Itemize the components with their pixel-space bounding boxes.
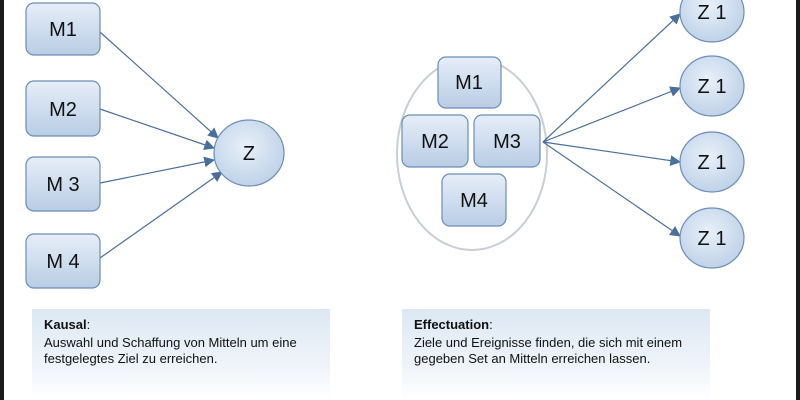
- left-goal-label: Z: [243, 143, 255, 165]
- right-arrows: [542, 13, 682, 237]
- left-frame-line: [0, 0, 4, 400]
- left-arrows: [99, 31, 223, 259]
- left-means-box-3: M 3: [25, 156, 101, 212]
- left-goal-node: Z: [213, 119, 285, 187]
- arrow-set-to-z1-d: [542, 141, 681, 237]
- right-means-box-4: M4: [441, 173, 507, 227]
- right-goal-node-1: Z 1: [679, 0, 745, 43]
- left-means-box-1: M1: [25, 2, 101, 56]
- caption-effectuation-body: Ziele und Ereignisse finden, die sich mi…: [414, 335, 683, 366]
- arrow-m3-to-z: [99, 156, 216, 184]
- caption-effectuation: Effectuation: Ziele und Ereignisse finde…: [402, 309, 710, 400]
- right-frame-line: [796, 0, 800, 400]
- caption-kausal-title: Kausal: [44, 317, 87, 332]
- right-goal-node-4: Z 1: [679, 207, 745, 269]
- right-goal-node-2: Z 1: [679, 55, 745, 117]
- right-means-label-3: M3: [493, 131, 521, 153]
- arrow-m1-to-z: [99, 31, 219, 139]
- right-means-box-3: M3: [473, 114, 541, 168]
- arrow-set-to-z1-b: [542, 86, 682, 143]
- caption-kausal-colon: :: [86, 317, 91, 332]
- arrow-m4-to-z: [99, 171, 223, 259]
- caption-kausal: Kausal: Auswahl und Schaffung von Mittel…: [32, 309, 330, 400]
- right-goal-label-1: Z 1: [698, 2, 727, 24]
- right-means-label-4: M4: [460, 190, 488, 212]
- arrow-m2-to-z: [99, 108, 216, 150]
- caption-kausal-body: Auswahl und Schaffung von Mitteln um ein…: [44, 335, 297, 366]
- right-means-label-2: M2: [421, 131, 449, 153]
- right-means-box-2: M2: [401, 114, 469, 168]
- right-goal-label-4: Z 1: [698, 228, 727, 250]
- left-means-box-2: M2: [25, 80, 101, 137]
- left-means-label-1: M1: [49, 19, 77, 41]
- right-goal-label-2: Z 1: [698, 76, 727, 98]
- left-means-label-2: M2: [49, 99, 77, 121]
- left-means-label-4: M 4: [46, 251, 79, 273]
- left-means-label-3: M 3: [46, 174, 79, 196]
- right-goal-label-3: Z 1: [698, 152, 727, 174]
- caption-effectuation-title: Effectuation: [414, 317, 490, 332]
- right-means-box-1: M1: [437, 56, 502, 109]
- right-goal-node-3: Z 1: [679, 131, 745, 193]
- caption-effectuation-colon: :: [489, 317, 493, 332]
- left-means-box-4: M 4: [25, 233, 101, 289]
- right-means-label-1: M1: [455, 72, 483, 94]
- arrow-set-to-z1-a: [542, 13, 681, 143]
- arrow-set-to-z1-c: [542, 141, 682, 166]
